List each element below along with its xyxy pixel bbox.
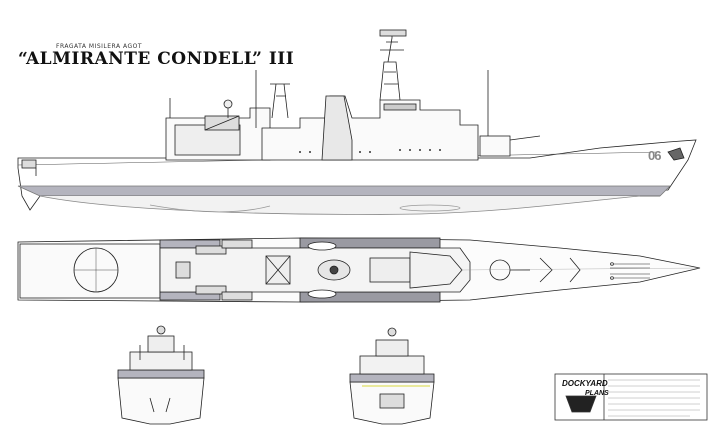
gun-barrel [509,135,541,141]
bow-end-view [349,327,435,425]
anchor-chains [610,262,650,280]
boat-port [307,241,337,251]
forward-gun-turret [479,135,511,157]
boat-stbd [307,289,337,299]
plan-view [17,237,701,303]
stern-radar [156,325,166,335]
sonar-dome [149,204,271,213]
radar-antenna [379,29,407,37]
launcher-stbd-1 [195,285,227,295]
stern-rudders [149,397,171,413]
title-block [554,373,708,421]
stern-top [147,335,175,353]
bridge-superstructure [261,95,479,161]
launcher-port-2 [221,239,253,249]
aft-mast [270,83,290,119]
mast-platform-top [369,257,411,283]
flight-deck [19,243,161,299]
stern-band [117,369,205,379]
side-profile-view [17,29,697,215]
bow-band [349,373,435,383]
stern-hatch [21,159,37,169]
radar-dome [223,99,233,109]
bow-vee-2 [569,257,581,283]
portholes [299,149,441,153]
bridge-windows [383,103,417,111]
bow-vee-1 [539,257,553,283]
dockyard-logo-mark [565,395,597,413]
launcher-rail [204,115,240,131]
deck-equipment-1 [175,261,191,279]
logo-line1: DOCKYARD [562,379,608,388]
stern-superstructure [129,351,193,371]
bow-gun [379,393,405,409]
drawing-subtitle: FRAGATA MISILERA AGOT [56,43,143,50]
bow-superstructure [359,355,425,375]
stern-hull [117,377,205,425]
funnel [321,95,353,161]
stern-end-view [117,325,205,425]
hull-number: 06 [648,148,662,163]
bridge-top [409,251,463,289]
drawing-title: “ALMIRANTE CONDELL” III [18,49,295,69]
keel-shape [39,195,641,215]
centerline [459,267,701,271]
gun-turret-top [489,259,511,281]
anchor-mark [667,147,685,161]
launcher-port-1 [195,245,227,255]
bow-bridge [375,339,409,357]
keel-stabilizer [399,204,461,212]
hull-stripe [17,185,671,197]
launcher-stbd-2 [221,291,253,301]
logo-line2: PLANS [585,390,609,397]
lattice-mainmast [379,30,404,101]
bow-radar [387,327,397,337]
